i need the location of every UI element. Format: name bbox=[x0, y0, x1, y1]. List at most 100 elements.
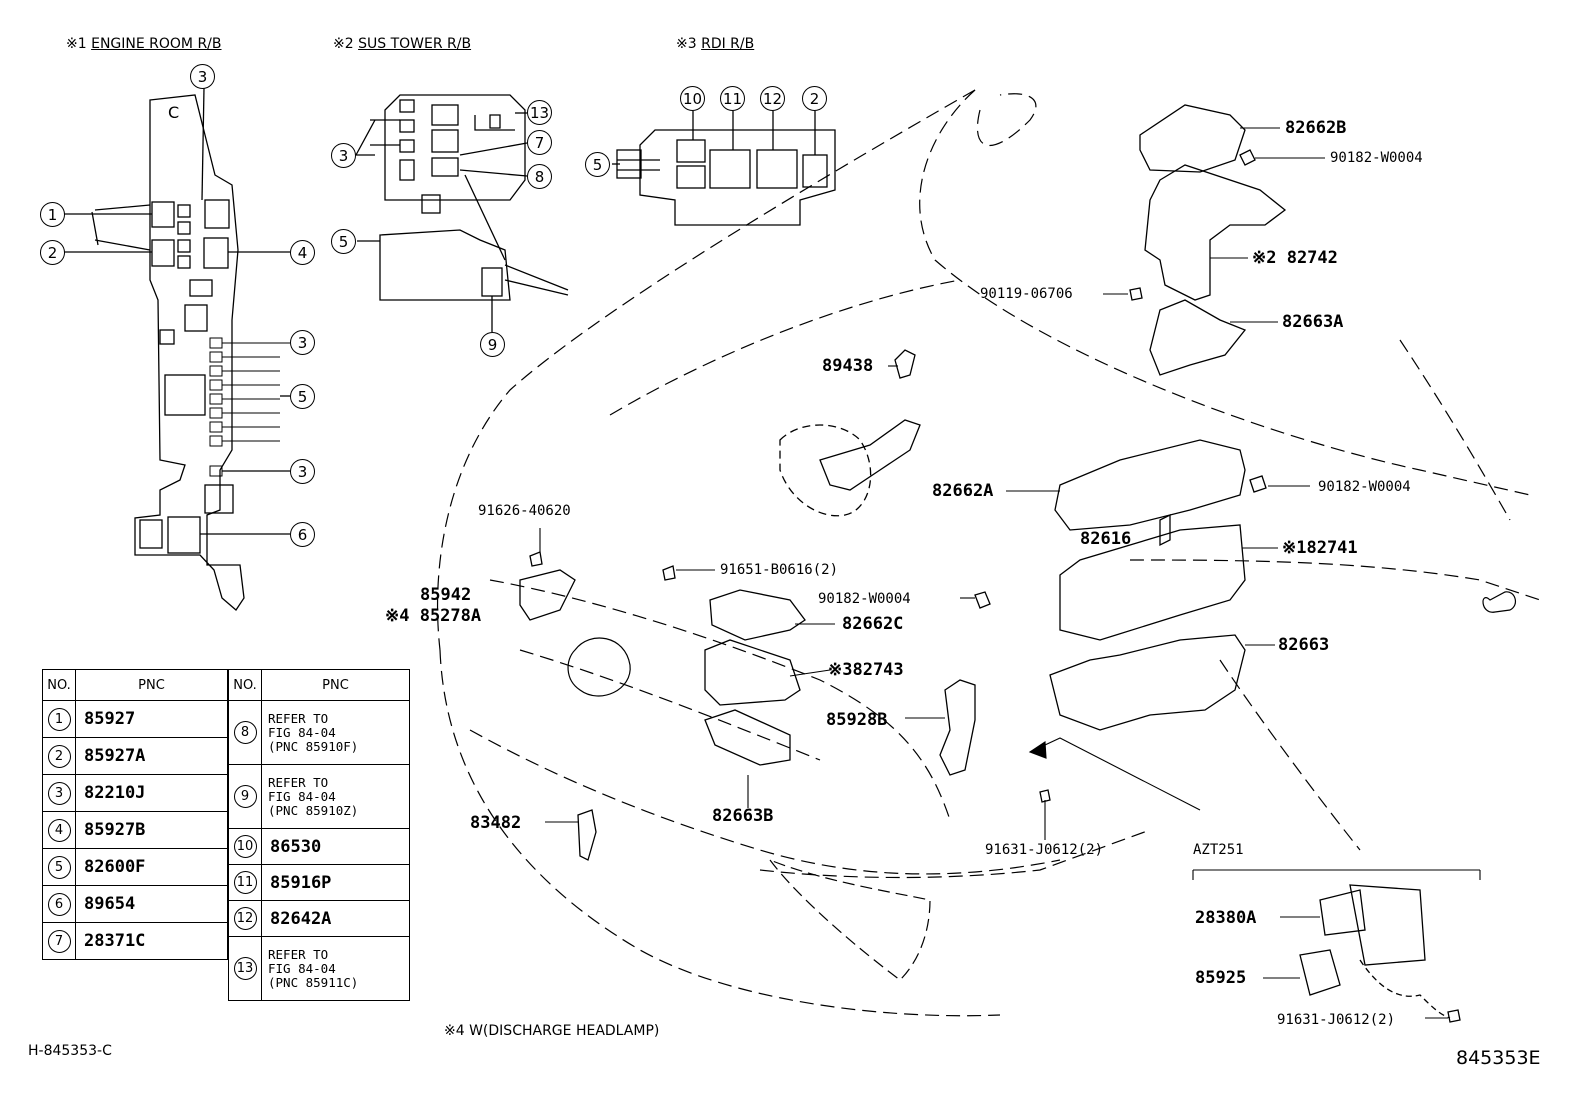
item-number-circle: 11 bbox=[233, 871, 257, 894]
part-label-82663A[interactable]: 82663A bbox=[1282, 312, 1344, 332]
sus-tower-mark: ※2 bbox=[333, 36, 354, 52]
part-label-90182-W0004[interactable]: 90182-W0004 bbox=[1330, 150, 1423, 166]
part-label-82662B[interactable]: 82662B bbox=[1285, 118, 1347, 138]
figure-code-left: H-845353-C bbox=[28, 1043, 112, 1059]
callout-4: 4 bbox=[290, 240, 315, 265]
part-label-90182-W0004[interactable]: 90182-W0004 bbox=[1318, 479, 1411, 495]
vehicle-outline bbox=[436, 89, 1541, 1017]
item-number: 8 bbox=[228, 700, 262, 765]
pnc-value[interactable]: 28371C bbox=[75, 922, 228, 960]
part-label-82741[interactable]: ※182741 bbox=[1282, 538, 1358, 558]
pnc-reference-line: (PNC 85911C) bbox=[268, 974, 359, 990]
part-label-85942[interactable]: 85942 bbox=[420, 585, 472, 605]
col-header-no: NO. bbox=[42, 669, 76, 701]
item-number: 1 bbox=[42, 700, 76, 738]
leader-lines bbox=[539, 127, 1481, 1019]
item-number: 6 bbox=[42, 885, 76, 923]
part-label-89438[interactable]: 89438 bbox=[822, 356, 874, 376]
pnc-value[interactable]: 85927A bbox=[75, 737, 228, 775]
engine-room-relay-block: C bbox=[62, 87, 290, 611]
item-number: 3 bbox=[42, 774, 76, 812]
pnc-value[interactable]: 82642A bbox=[261, 900, 410, 937]
callout-9: 9 bbox=[480, 332, 505, 357]
pnc-reference-line: FIG 84-04 bbox=[268, 788, 336, 804]
pnc-reference-line: (PNC 85910F) bbox=[268, 738, 359, 754]
rdi-mark: ※3 bbox=[676, 36, 697, 52]
part-label-85278A[interactable]: ※4 85278A bbox=[385, 606, 482, 626]
callout-5: 5 bbox=[331, 229, 356, 254]
part-label-90119-06706[interactable]: 90119-06706 bbox=[980, 286, 1073, 302]
engine-room-title: ENGINE ROOM R/B bbox=[91, 36, 222, 52]
pnc-value[interactable]: 82210J bbox=[75, 774, 228, 812]
item-number: 5 bbox=[42, 848, 76, 886]
callout-10: 10 bbox=[680, 86, 705, 111]
pnc-reference-line: REFER TO bbox=[268, 710, 329, 726]
rdi-header: ※3 RDI R/B bbox=[676, 37, 754, 51]
pnc-value[interactable]: 85927 bbox=[75, 700, 228, 738]
pnc-value[interactable]: 86530 bbox=[261, 828, 410, 865]
part-label-82662C[interactable]: 82662C bbox=[842, 614, 904, 634]
part-label-83482[interactable]: 83482 bbox=[470, 813, 522, 833]
item-number-circle: 10 bbox=[233, 835, 257, 858]
pnc-reference-line: FIG 84-04 bbox=[268, 724, 336, 740]
part-label-91631-J0612[interactable]: 91631-J0612(2) bbox=[1277, 1012, 1396, 1028]
callout-2: 2 bbox=[802, 86, 827, 111]
svg-text:C: C bbox=[168, 103, 179, 122]
part-label-82663[interactable]: 82663 bbox=[1278, 635, 1330, 655]
item-number-circle: 12 bbox=[233, 907, 257, 930]
item-number: 4 bbox=[42, 811, 76, 849]
pnc-reference-line: REFER TO bbox=[268, 946, 329, 962]
callout-3: 3 bbox=[290, 459, 315, 484]
item-number-circle: 8 bbox=[233, 721, 257, 744]
part-label-85925[interactable]: 85925 bbox=[1195, 968, 1247, 988]
part-label-91651-B0616[interactable]: 91651-B0616(2) bbox=[720, 562, 839, 578]
callout-3: 3 bbox=[190, 64, 215, 89]
item-number: 12 bbox=[228, 900, 262, 937]
pnc-reference-line: REFER TO bbox=[268, 774, 329, 790]
pnc-value[interactable]: 82600F bbox=[75, 848, 228, 886]
part-label-91626-40620[interactable]: 91626-40620 bbox=[478, 503, 571, 519]
item-number-circle: 7 bbox=[47, 929, 71, 953]
part-label-82616[interactable]: 82616 bbox=[1080, 529, 1132, 549]
rdi-title: RDI R/B bbox=[701, 36, 755, 52]
callout-11: 11 bbox=[720, 86, 745, 111]
sus-tower-header: ※2 SUS TOWER R/B bbox=[333, 37, 471, 51]
part-label-90182-W0004[interactable]: 90182-W0004 bbox=[818, 591, 911, 607]
part-label-85928B[interactable]: 85928B bbox=[826, 710, 888, 730]
callout-12: 12 bbox=[760, 86, 785, 111]
callout-13: 13 bbox=[527, 100, 552, 125]
part-label-91631-J0612[interactable]: 91631-J0612(2) bbox=[985, 842, 1104, 858]
item-number-circle: 5 bbox=[47, 855, 71, 879]
rdi-relay-block bbox=[612, 111, 836, 226]
part-label-82663B[interactable]: 82663B bbox=[712, 806, 774, 826]
item-number: 10 bbox=[228, 828, 262, 865]
callout-3: 3 bbox=[290, 330, 315, 355]
callout-8: 8 bbox=[527, 164, 552, 189]
part-label-28380A[interactable]: 28380A bbox=[1195, 908, 1257, 928]
pnc-value[interactable]: 89654 bbox=[75, 885, 228, 923]
callout-3: 3 bbox=[331, 143, 356, 168]
item-number: 9 bbox=[228, 764, 262, 829]
part-label-82743[interactable]: ※382743 bbox=[828, 660, 904, 680]
sus-tower-title: SUS TOWER R/B bbox=[358, 36, 472, 52]
part-label-82662A[interactable]: 82662A bbox=[932, 481, 994, 501]
callout-5: 5 bbox=[585, 152, 610, 177]
pnc-value[interactable]: 85927B bbox=[75, 811, 228, 849]
pnc-reference-line: (PNC 85910Z) bbox=[268, 802, 359, 818]
part-label-82742[interactable]: ※2 82742 bbox=[1252, 248, 1338, 268]
pnc-value[interactable]: 85916P bbox=[261, 864, 410, 901]
relay-block-assembly bbox=[519, 104, 1461, 1023]
item-number-circle: 2 bbox=[47, 744, 71, 768]
item-number: 11 bbox=[228, 864, 262, 901]
